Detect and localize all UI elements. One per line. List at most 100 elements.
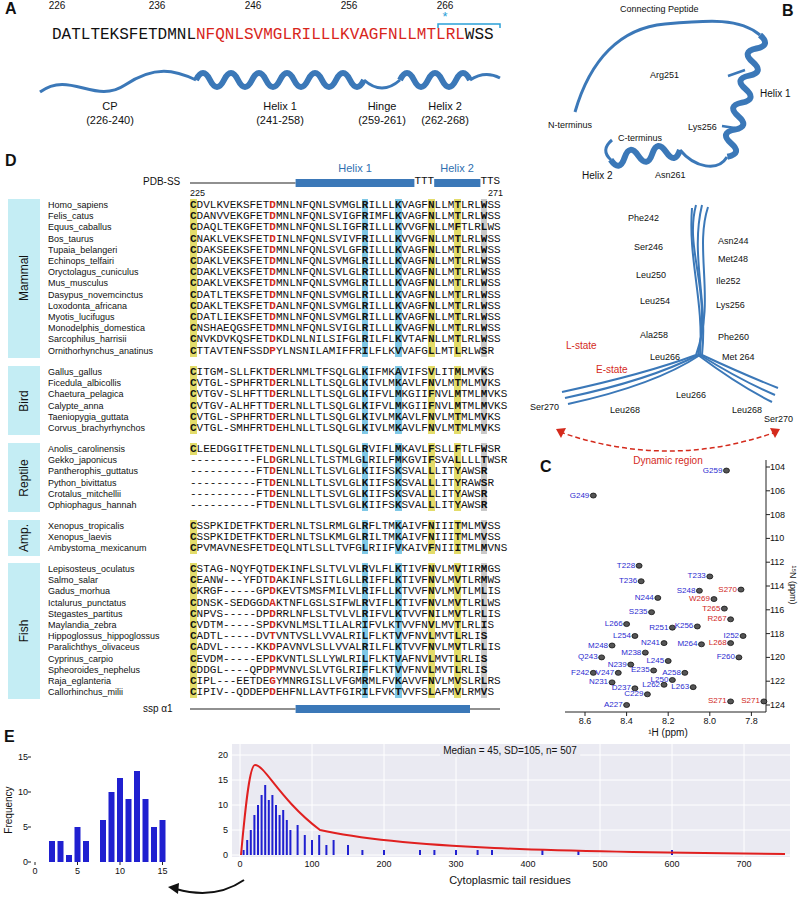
residue: M [302,619,309,631]
residue: R [487,345,494,357]
residue: K [256,531,263,543]
residue: T [461,597,468,609]
residue: T [402,597,409,609]
species-name: Ambystoma_mexicanum [48,543,147,554]
residue: L [316,619,323,631]
residue: L [388,641,395,653]
residue: V [349,585,356,597]
residue: F [249,388,256,400]
species-name: Oryctolagus_cuniculus [48,267,139,278]
residue: R [468,333,475,345]
residue: A [408,255,415,267]
residue: R [283,377,290,389]
residue: L [375,255,382,267]
residue: V [335,210,342,222]
panel-letter: A [5,0,17,18]
aligned-sequence: CVTGV-SLHFTTDERLNLLTLSQLGLKIFVLMKGIIFNVL… [190,389,507,400]
residue: K [256,520,263,532]
residue: T [210,630,217,642]
residue: N [428,266,435,278]
residue: F [302,255,309,267]
residue: T [316,454,323,466]
residue: D [269,608,276,620]
residue: I [408,520,415,532]
residue: F [421,221,428,233]
residue: F [349,542,356,554]
residue: L [428,499,435,511]
residue: S [329,277,336,289]
residue: L [289,488,296,500]
residue: T [263,477,270,489]
residue: R [494,443,501,455]
residue: T [402,585,409,597]
residue: L [435,465,442,477]
residue: D [269,199,276,211]
structure-code: TTS [480,176,500,187]
residue: L [435,345,442,357]
residue: T [203,400,210,412]
residue: M [342,255,349,267]
residue: F [375,574,382,586]
residue: A [203,266,210,278]
residue: L [355,499,362,511]
residue: F [249,311,256,323]
residue: S [388,477,395,489]
residue: E [230,210,237,222]
residue: N [283,277,290,289]
residue: V [408,377,415,389]
residue: A [408,322,415,334]
species-name: Hippoglossus_hippoglossus [48,631,160,642]
residue: L [428,488,435,500]
residue: V [481,422,488,434]
residue: L [461,233,468,245]
residue: - [197,488,204,500]
residue: N [236,345,243,357]
species-name: Ictalurus_punctatus [48,598,126,609]
residue: - [216,499,223,511]
residue: D [230,520,237,532]
residue: K [276,333,283,345]
residue: R [474,608,481,620]
residue: F [382,641,389,653]
residue: A [408,210,415,222]
residue: V [402,630,409,642]
residue: L [322,300,329,312]
residue: A [210,345,217,357]
residue: A [402,531,409,543]
species-name: Tupaia_belangeri [48,245,117,256]
residue: T [402,641,409,653]
residue: L [335,619,342,631]
species-name: Myotis_lucifugus [48,312,115,323]
residue: E [276,411,283,423]
residue: T [461,608,468,620]
residue: S [494,233,501,245]
residue: T [316,411,323,423]
residue: - [223,366,230,378]
residue: F [256,499,263,511]
nmr-peak [609,643,615,648]
residue: L [289,366,296,378]
residue-label: Leu268 [610,405,640,415]
residue: T [203,366,210,378]
residue-label: Leu266 [650,352,680,362]
residue: N [296,300,303,312]
residue: L [342,630,349,642]
residue: F [382,477,389,489]
residue: N [296,520,303,532]
residue: S [329,244,336,256]
residue: W [468,465,475,477]
residue: G [415,233,422,245]
residue: G [349,520,356,532]
residue: L [322,499,329,511]
residue: G [243,221,250,233]
residue: A [203,311,210,323]
residue: D [216,443,223,455]
residue: T [316,465,323,477]
residue: L [289,322,296,334]
residue: E [276,366,283,378]
residue: L [322,255,329,267]
residue: S [197,520,204,532]
residue: L [216,233,223,245]
residue: D [197,311,204,323]
residue: S [302,585,309,597]
